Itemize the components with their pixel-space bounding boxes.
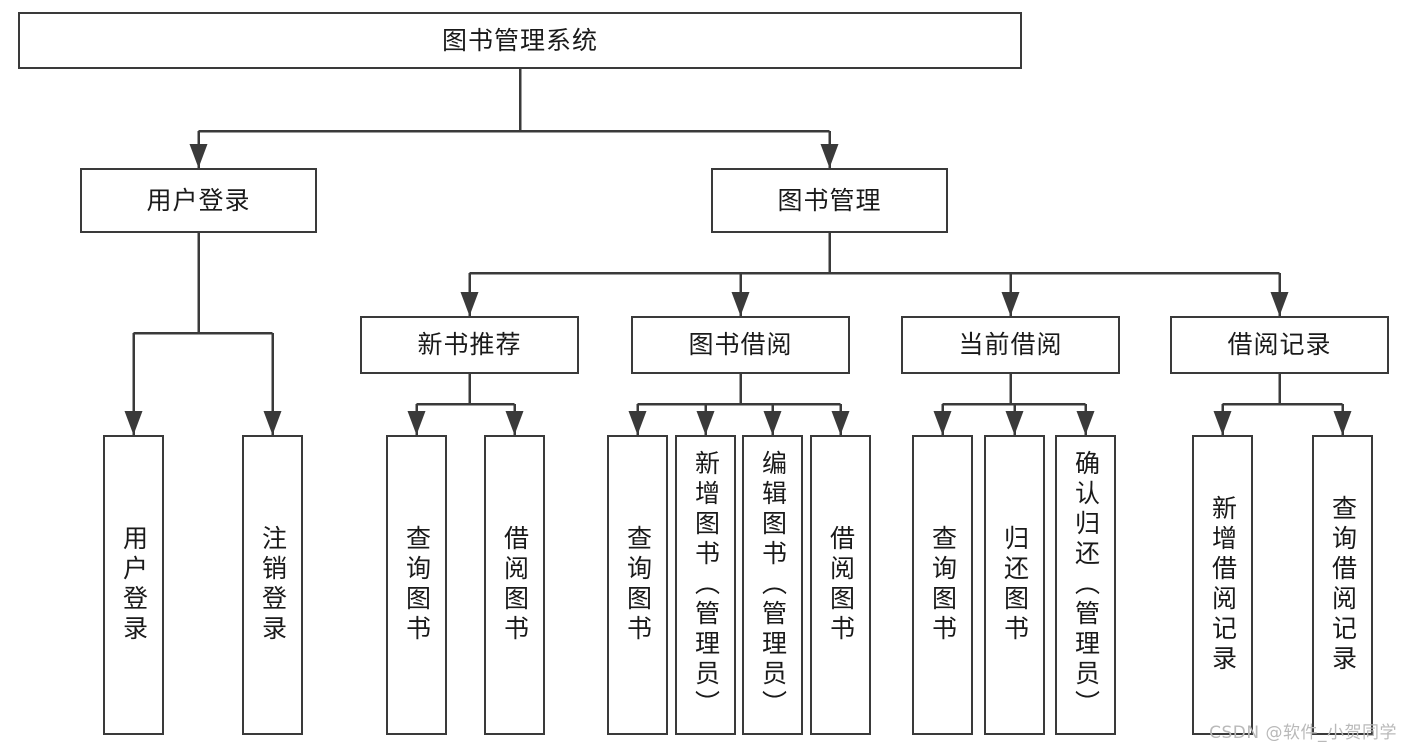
leaf-logout[interactable]: 注销登录 — [242, 435, 303, 735]
leaf-query-book-1[interactable]: 查询图书 — [386, 435, 447, 735]
node-label: 新增图书（管理员） — [691, 450, 721, 720]
node-label: 查询图书 — [402, 525, 432, 645]
node-label: 新书推荐 — [417, 330, 522, 360]
node-label: 注销登录 — [258, 525, 288, 645]
node-label: 确认归还（管理员） — [1071, 450, 1101, 720]
node-current-borrowing[interactable]: 当前借阅 — [901, 316, 1120, 374]
leaf-return-book[interactable]: 归还图书 — [984, 435, 1045, 735]
node-label: 查询图书 — [928, 525, 958, 645]
node-label: 当前借阅 — [958, 330, 1063, 360]
leaf-add-borrow-record[interactable]: 新增借阅记录 — [1192, 435, 1253, 735]
node-label: 编辑图书（管理员） — [758, 450, 788, 720]
node-label: 图书借阅 — [688, 330, 793, 360]
node-label: 用户登录 — [119, 525, 149, 645]
node-root-图书管理系统[interactable]: 图书管理系统 — [18, 12, 1022, 69]
leaf-query-book-2[interactable]: 查询图书 — [607, 435, 668, 735]
node-label: 图书管理 — [777, 185, 882, 215]
leaf-confirm-return-admin[interactable]: 确认归还（管理员） — [1055, 435, 1116, 735]
node-label: 归还图书 — [1000, 525, 1030, 645]
node-book-management[interactable]: 图书管理 — [711, 168, 948, 233]
node-user-login[interactable]: 用户登录 — [80, 168, 317, 233]
node-label: 借阅记录 — [1227, 330, 1332, 360]
leaf-edit-book-admin[interactable]: 编辑图书（管理员） — [742, 435, 803, 735]
node-new-book-recommendation[interactable]: 新书推荐 — [360, 316, 579, 374]
node-label: 借阅图书 — [500, 525, 530, 645]
node-borrowing-record[interactable]: 借阅记录 — [1170, 316, 1389, 374]
node-book-borrowing[interactable]: 图书借阅 — [631, 316, 850, 374]
node-label: 图书管理系统 — [441, 25, 598, 55]
node-label: 用户登录 — [146, 185, 251, 215]
leaf-add-book-admin[interactable]: 新增图书（管理员） — [675, 435, 736, 735]
leaf-user-login[interactable]: 用户登录 — [103, 435, 164, 735]
node-label: 查询借阅记录 — [1328, 495, 1358, 675]
node-label: 借阅图书 — [826, 525, 856, 645]
node-label: 查询图书 — [623, 525, 653, 645]
leaf-borrow-book-1[interactable]: 借阅图书 — [484, 435, 545, 735]
leaf-query-book-3[interactable]: 查询图书 — [912, 435, 973, 735]
leaf-borrow-book-2[interactable]: 借阅图书 — [810, 435, 871, 735]
leaf-query-borrow-record[interactable]: 查询借阅记录 — [1312, 435, 1373, 735]
node-label: 新增借阅记录 — [1208, 495, 1238, 675]
